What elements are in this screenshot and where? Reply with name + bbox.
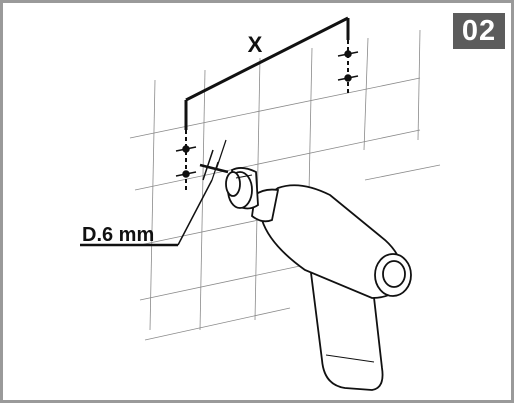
drill-hole-mark-icon: [337, 50, 359, 82]
drill-bit-icon: [177, 139, 229, 246]
distance-label: X: [248, 32, 263, 57]
drill-hole-mark-icon: [175, 145, 197, 178]
drill-diameter-label: D.6 mm: [82, 224, 154, 246]
distance-dimension: [184, 16, 350, 190]
step-number-badge: 02: [453, 13, 505, 49]
drill-icon: [225, 167, 412, 391]
